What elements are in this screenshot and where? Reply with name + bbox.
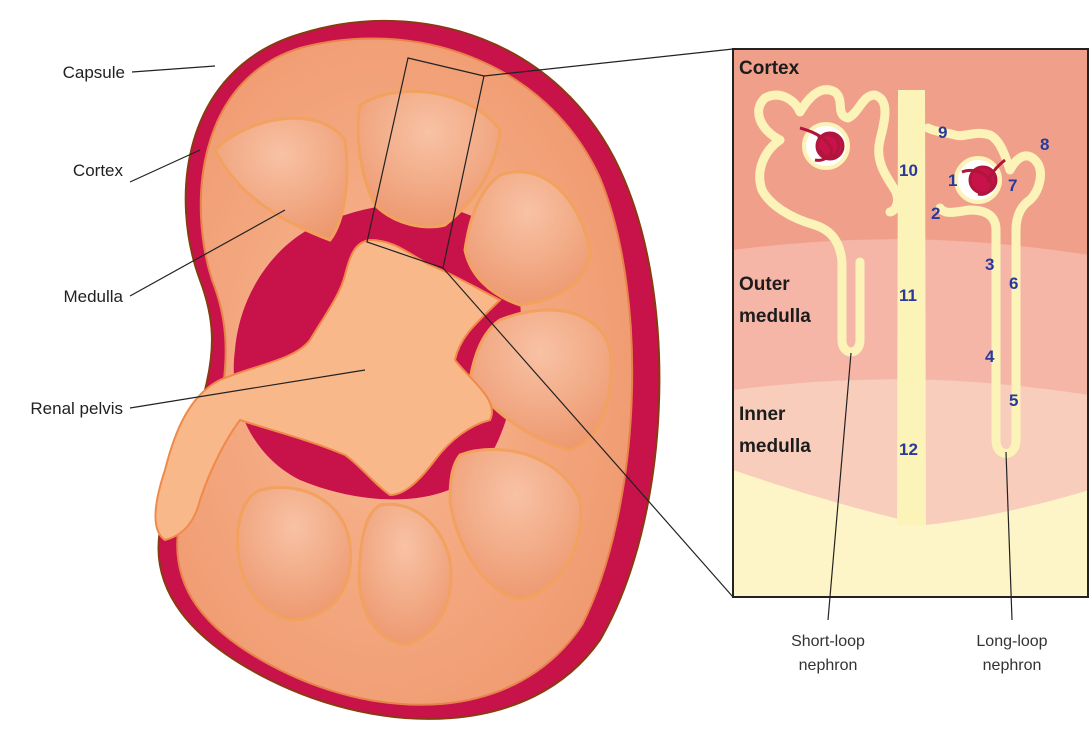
medulla-label: Medulla [63,287,123,306]
segment-number: 3 [985,255,994,274]
inset-inner-medulla-label-line2: medulla [739,436,811,457]
inset-outer-medulla-label-line2: medulla [739,306,811,327]
short-loop-label-line1: Short-loop [791,633,865,650]
inset-outer-medulla-label-line1: Outer [739,274,790,295]
segment-number: 1 [948,171,957,190]
segment-number: 11 [899,286,917,305]
capsule-label: Capsule [63,63,125,82]
cortex-label: Cortex [73,161,124,180]
segment-number: 4 [985,347,995,366]
renal-pelvis-label: Renal pelvis [30,399,123,418]
long-loop-label-line1: Long-loop [976,633,1047,650]
inset-cortex-label: Cortex [739,58,800,79]
segment-number: 12 [899,440,918,459]
segment-number: 10 [899,161,918,180]
segment-number: 2 [931,204,940,223]
long-loop-label-line2: nephron [983,657,1042,674]
segment-number: 8 [1040,135,1049,154]
short-loop-label-line2: nephron [799,657,858,674]
segment-number: 6 [1009,274,1018,293]
inset-inner-medulla-label-line1: Inner [739,404,786,425]
segment-number: 7 [1008,176,1017,195]
segment-number: 9 [938,123,947,142]
segment-number: 5 [1009,391,1018,410]
kidney [156,21,660,719]
collecting-duct [897,90,926,525]
